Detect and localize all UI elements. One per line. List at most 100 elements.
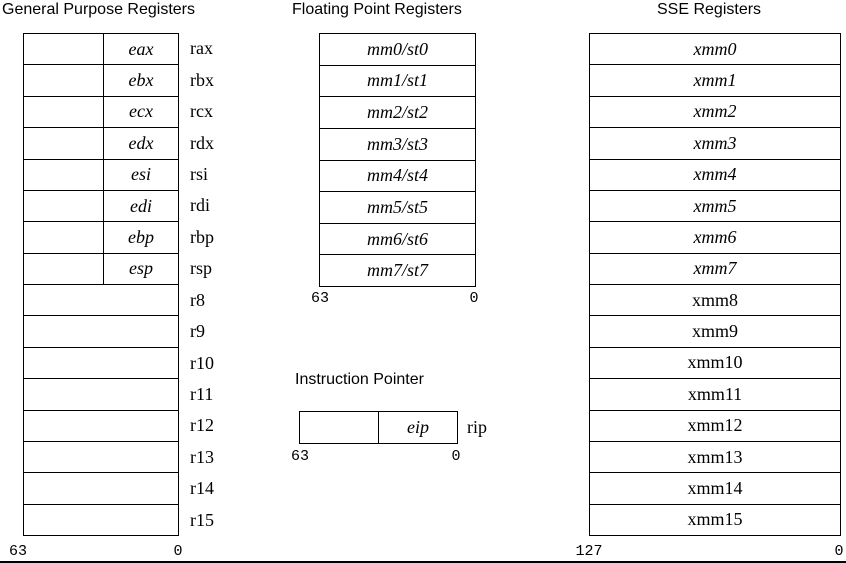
gp-row-rcx: ecx	[24, 96, 178, 129]
register-label-xmm8: xmm8	[691, 289, 738, 310]
register-label-xmm10: xmm10	[687, 352, 743, 373]
fp-row-mm1: mm1/st1	[320, 66, 475, 98]
register-name-rip: rip	[467, 417, 487, 437]
sse-row-xmm0: xmm0	[590, 34, 840, 66]
gp-high-half	[24, 128, 104, 159]
gp-low-half: esp	[104, 254, 178, 284]
gp-row-r13	[24, 442, 178, 474]
register-label-esi: esi	[131, 164, 151, 185]
register-label-xmm5: xmm5	[693, 195, 737, 216]
register-name-r10: r10	[190, 352, 214, 373]
register-name-rsp: rsp	[190, 258, 212, 279]
fp-row-mm2: mm2/st2	[320, 97, 475, 129]
gp-row-r12	[24, 411, 178, 442]
fp-row-mm6: mm6/st6	[320, 224, 475, 256]
gp-row-r15	[24, 505, 178, 535]
gp-high-half	[24, 96, 104, 128]
register-label-xmm0: xmm0	[693, 38, 737, 59]
sse-row-xmm2: xmm2	[590, 97, 840, 129]
register-name-r12: r12	[190, 415, 214, 436]
gp-high-half	[24, 190, 104, 222]
gp-bit-index-high: 63	[8, 543, 28, 560]
ip-bit-index-high: 63	[290, 448, 310, 465]
register-name-rdi: rdi	[190, 195, 210, 216]
register-label-xmm7: xmm7	[693, 258, 737, 279]
fp-section-title: Floating Point Registers	[292, 1, 462, 18]
fp-row-mm4: mm4/st4	[320, 161, 475, 193]
register-name-r11: r11	[190, 384, 214, 405]
register-label-mm4-st4: mm4/st4	[366, 165, 428, 186]
register-label-xmm12: xmm12	[687, 415, 743, 436]
gp-row-rdx: edx	[24, 128, 178, 160]
ip-register-table: eip	[299, 411, 458, 444]
register-label-edx: edx	[128, 132, 154, 153]
register-label-xmm14: xmm14	[687, 477, 743, 498]
gp-64bit-name-column: rax rbx rcx rdx rsi rdi rbp rsp r8 r9 r1…	[190, 33, 250, 536]
fp-row-mm0: mm0/st0	[320, 34, 475, 66]
register-name-r13: r13	[190, 446, 214, 467]
sse-row-xmm10: xmm10	[590, 348, 840, 380]
register-label-mm0-st0: mm0/st0	[366, 38, 428, 59]
gp-low-half: ecx	[104, 97, 178, 127]
gp-high-half	[24, 65, 104, 96]
register-label-mm3-st3: mm3/st3	[366, 133, 428, 154]
register-name-r15: r15	[190, 509, 214, 530]
sse-row-xmm5: xmm5	[590, 191, 840, 223]
gp-row-r10	[24, 348, 178, 380]
register-label-eax: eax	[128, 38, 154, 59]
register-label-xmm2: xmm2	[693, 101, 737, 122]
ip-row-rip: eip	[300, 412, 457, 443]
fp-row-mm3: mm3/st3	[320, 129, 475, 161]
ip-bit-index-low: 0	[451, 448, 461, 465]
register-name-r8: r8	[190, 289, 205, 310]
sse-bit-index-high: 127	[575, 543, 603, 560]
gp-high-half	[24, 34, 104, 65]
register-label-edi: edi	[130, 195, 152, 216]
fp-row-mm5: mm5/st5	[320, 192, 475, 224]
register-label-mm1-st1: mm1/st1	[366, 70, 428, 91]
gp-high-half	[24, 159, 104, 190]
fp-bit-index-high: 63	[310, 290, 330, 307]
register-label-ebp: ebp	[128, 226, 154, 247]
sse-row-xmm1: xmm1	[590, 65, 840, 97]
register-label-mm5-st5: mm5/st5	[366, 196, 428, 217]
gp-high-half	[24, 253, 104, 284]
register-name-rbx: rbx	[190, 69, 214, 90]
register-label-mm7-st7: mm7/st7	[366, 260, 428, 281]
gp-row-rax: eax	[24, 34, 178, 66]
gp-row-rsp: esp	[24, 253, 178, 285]
register-name-rbp: rbp	[190, 226, 214, 247]
register-label-xmm1: xmm1	[693, 70, 737, 91]
sse-section-title: SSE Registers	[657, 1, 762, 18]
register-label-xmm13: xmm13	[687, 446, 743, 467]
gp-low-half: esi	[104, 160, 178, 190]
gp-row-rbx: ebx	[24, 65, 178, 97]
gp-row-rsi: esi	[24, 159, 178, 191]
register-label-ebx: ebx	[128, 70, 154, 91]
gp-bit-index-low: 0	[173, 543, 183, 560]
register-label-mm6-st6: mm6/st6	[366, 228, 428, 249]
register-name-r9: r9	[190, 321, 205, 342]
sse-row-xmm14: xmm14	[590, 473, 840, 505]
register-label-mm2-st2: mm2/st2	[366, 102, 428, 123]
gp-row-r14	[24, 473, 178, 505]
ip-section-title: Instruction Pointer	[295, 371, 424, 388]
register-name-rsi: rsi	[190, 163, 208, 184]
register-label-eip: eip	[407, 417, 429, 437]
fp-register-table: mm0/st0 mm1/st1 mm2/st2 mm3/st3 mm4/st4 …	[319, 33, 476, 287]
register-label-xmm11: xmm11	[687, 383, 743, 404]
fp-row-mm7: mm7/st7	[320, 255, 475, 286]
gp-row-r9	[24, 316, 178, 348]
sse-row-xmm4: xmm4	[590, 160, 840, 191]
gp-row-rbp: ebp	[24, 222, 178, 254]
sse-row-xmm6: xmm6	[590, 222, 840, 254]
gp-row-rdi: edi	[24, 190, 178, 223]
register-label-ecx: ecx	[129, 101, 153, 122]
gp-low-half: edx	[104, 128, 178, 158]
sse-row-xmm3: xmm3	[590, 128, 840, 160]
fp-bit-index-low: 0	[469, 290, 479, 307]
gp-low-half: eax	[104, 34, 178, 64]
ip-low-half: eip	[379, 412, 457, 443]
sse-bit-index-low: 0	[834, 543, 844, 560]
register-label-xmm4: xmm4	[693, 164, 737, 185]
